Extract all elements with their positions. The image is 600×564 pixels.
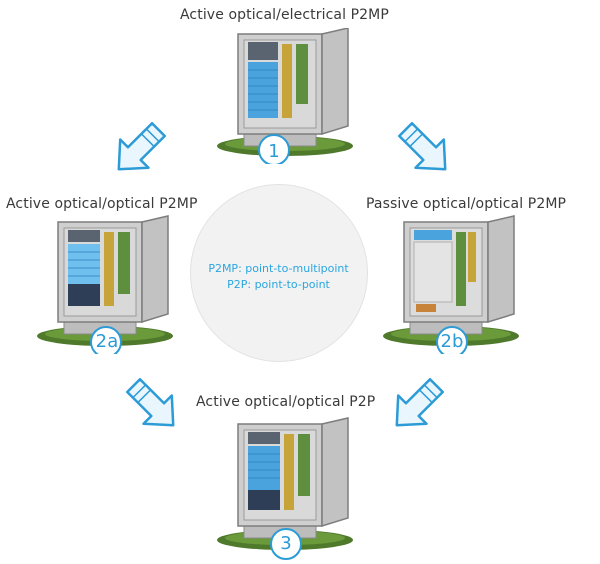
cabinet-1-icon	[217, 28, 353, 164]
badge-3: 3	[280, 533, 292, 554]
arrow-1-to-2b-icon	[398, 122, 447, 171]
badge-2a: 2a	[95, 331, 119, 352]
arrow-1-to-2a-icon	[117, 122, 166, 171]
node-2a-label: Active optical/optical P2MP	[6, 196, 198, 212]
node-1-label: Active optical/electrical P2MP	[180, 7, 389, 23]
badge-2b: 2b	[440, 331, 464, 352]
cabinet-2b-icon	[383, 215, 519, 354]
legend-line-2: P2P: point-to-point	[227, 278, 330, 291]
arrow-2a-to-3-icon	[126, 378, 175, 427]
badge-1: 1	[268, 141, 280, 162]
legend-circle	[190, 184, 368, 362]
cabinet-3-icon	[217, 417, 353, 560]
cabinet-2a-icon	[37, 215, 173, 354]
arrow-2b-to-3-icon	[395, 378, 444, 427]
node-3-label: Active optical/optical P2P	[196, 394, 376, 410]
legend-line-1: P2MP: point-to-multipoint	[208, 262, 349, 275]
node-2b-label: Passive optical/optical P2MP	[366, 196, 567, 212]
